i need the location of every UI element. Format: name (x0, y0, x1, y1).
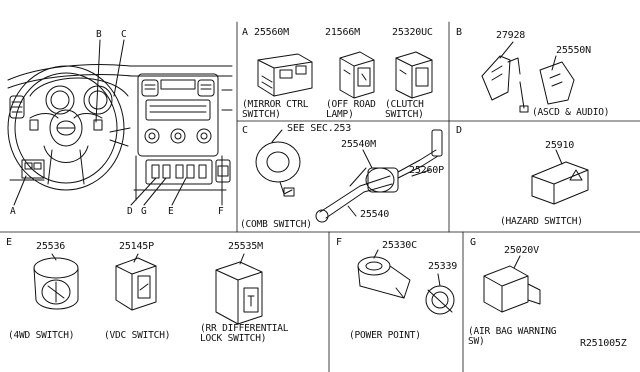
caption-vdc-switch: (VDC SWITCH) (104, 330, 171, 341)
part-25339-power-point-cap (425, 273, 455, 315)
part-number-25145p: 25145P (119, 241, 154, 252)
part-25910-hazard-switch (531, 149, 589, 205)
section-e-letter: E (6, 237, 12, 248)
caption-ascd-audio: (ASCD & AUDIO) (532, 107, 610, 118)
section-f-letter: F (336, 237, 342, 248)
caption-mirror-ctrl-switch: (MIRROR CTRL SWITCH) (242, 99, 309, 120)
part-number-25339: 25339 (428, 261, 458, 272)
part-number-25260p: 25260P (409, 165, 444, 176)
callout-c: C (121, 29, 127, 40)
caption-air-bag-warning-sw: (AIR BAG WARNING SW) (468, 326, 557, 347)
section-b-letter: B (456, 27, 462, 38)
part-25550n-audio-switch (519, 55, 575, 113)
part-25540m-combination-switch (315, 129, 443, 223)
part-25145p-vdc-switch (115, 253, 157, 311)
part-number-25540: 25540 (360, 209, 390, 220)
part-number-25536: 25536 (36, 241, 66, 252)
section-a-letter: A (242, 27, 248, 38)
part-number-25550n: 25550N (556, 45, 591, 56)
part-25536-4wd-switch (33, 253, 79, 310)
callout-g: G (141, 206, 147, 217)
part-25560m-mirror-ctrl-switch (257, 53, 313, 97)
see-sec-253-ref: SEE SEC.253 (287, 123, 352, 134)
caption-4wd-switch: (4WD SWITCH) (8, 330, 75, 341)
part-number-27928: 27928 (496, 30, 526, 41)
part-number-25910: 25910 (545, 140, 575, 151)
callout-a: A (10, 206, 16, 217)
caption-rr-differential-lock-switch: (RR DIFFERENTIAL LOCK SWITCH) (200, 323, 289, 344)
part-number-25535m: 25535M (228, 241, 263, 252)
part-25320uc-clutch-switch (395, 51, 433, 99)
dashboard-illustration (7, 39, 233, 206)
part-number-25330c: 25330C (382, 240, 417, 251)
part-25020v-air-bag-warning-sw (483, 255, 541, 313)
callout-d: D (127, 206, 133, 217)
caption-comb-switch: (COMB SWITCH) (240, 219, 312, 230)
caption-clutch-switch: (CLUTCH SWITCH) (385, 99, 424, 120)
caption-power-point: (POWER POINT) (349, 330, 421, 341)
part-27928-ascd-switch (481, 41, 521, 101)
section-d-letter: D (456, 125, 462, 136)
part-number-25020v: 25020V (504, 245, 539, 256)
callout-e: E (168, 206, 174, 217)
callout-f: F (218, 206, 224, 217)
part-number-21566m: 21566M (325, 27, 360, 38)
part-number-25320uc: 25320UC (392, 27, 433, 38)
caption-off-road-lamp: (OFF ROAD LAMP) (326, 99, 376, 120)
diagram-reference-code: R251005Z (580, 338, 627, 349)
panel-dividers (0, 21, 640, 372)
part-21566m-off-road-lamp-switch (339, 51, 375, 99)
caption-hazard-switch: (HAZARD SWITCH) (500, 216, 583, 227)
part-25535m-rr-differential-lock-switch (215, 253, 263, 325)
part-number-25540m: 25540M (341, 139, 376, 150)
section-c-letter: C (242, 125, 248, 136)
section-g-letter: G (470, 237, 476, 248)
part-comb-switch-spiral-cable (255, 129, 301, 197)
part-number-25560m: 25560M (254, 27, 289, 38)
callout-b: B (96, 29, 102, 40)
part-25330c-power-point-socket (357, 249, 411, 299)
